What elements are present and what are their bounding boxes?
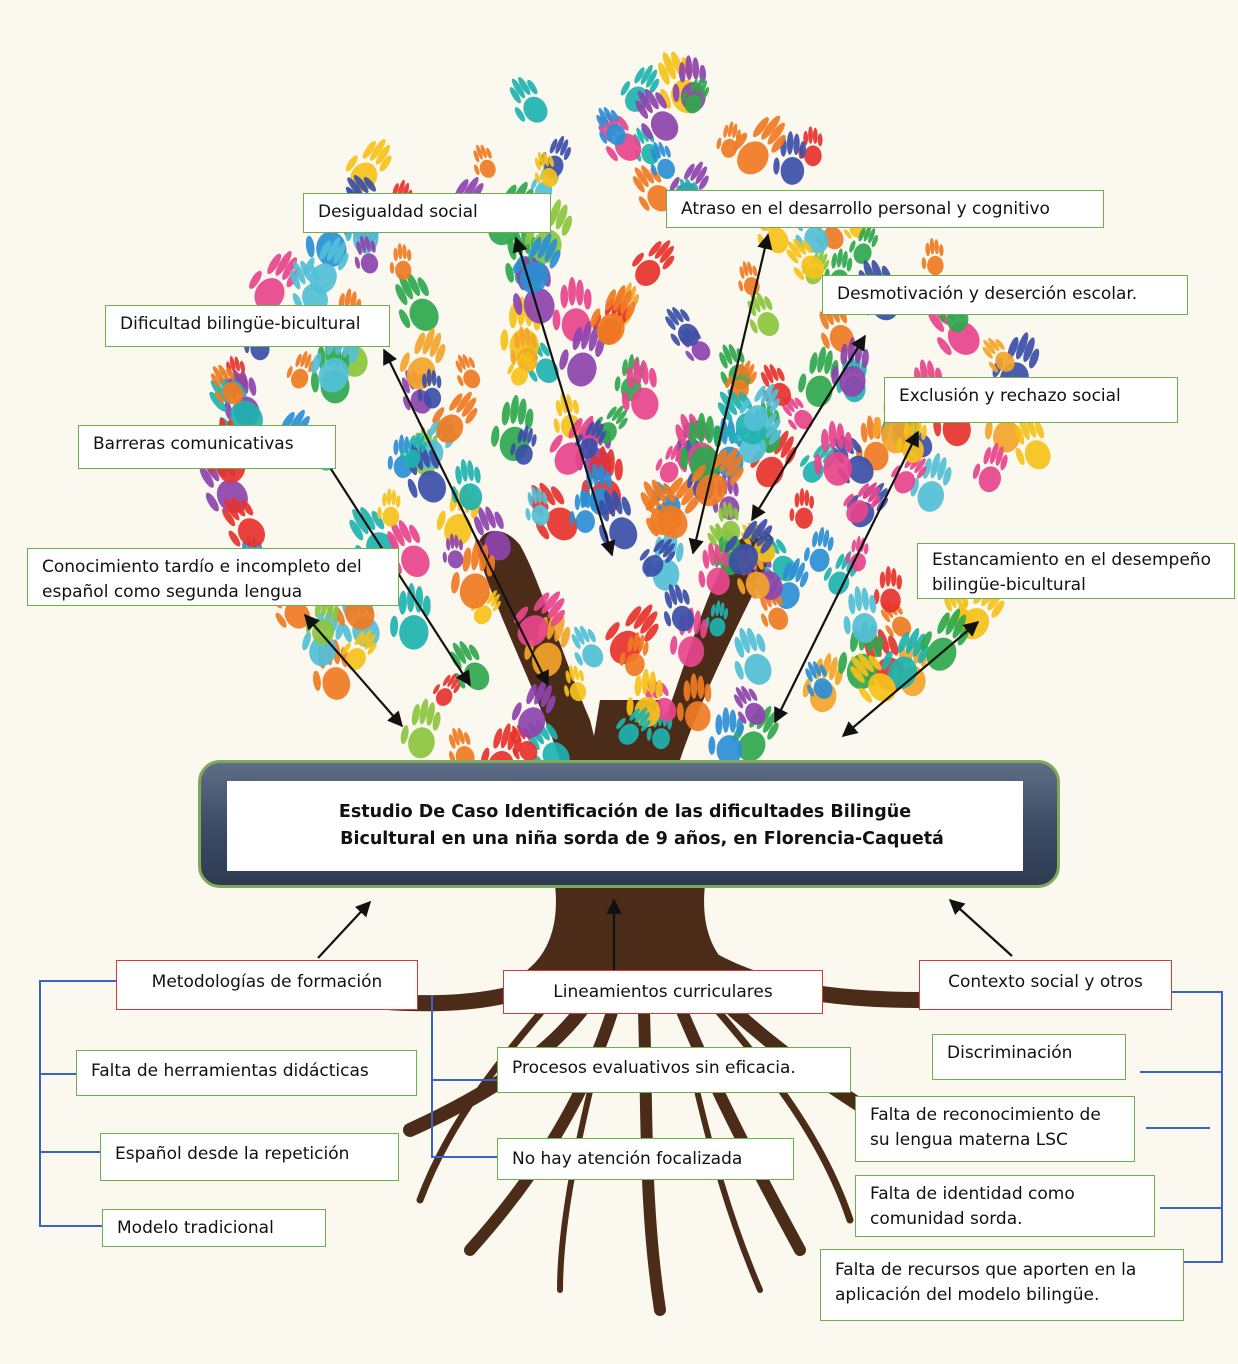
cause-item-recursos: Falta de recursos que aporten en la apli… xyxy=(820,1249,1184,1321)
study-title-frame: Estudio De Caso Identificación de las di… xyxy=(198,760,1060,888)
effect-barreras: Barreras comunicativas xyxy=(78,425,336,469)
hand-print-icon xyxy=(972,442,1008,493)
hand-print-icon xyxy=(596,107,626,146)
hand-print-icon xyxy=(400,698,441,759)
hand-print-icon xyxy=(798,126,823,167)
hand-print-icon xyxy=(982,338,1015,373)
study-title: Estudio De Caso Identificación de las di… xyxy=(227,781,1023,871)
hand-print-icon xyxy=(849,224,878,264)
hand-print-icon xyxy=(389,243,412,280)
hand-print-icon xyxy=(676,673,712,732)
study-title-line1: Estudio De Caso Identificación de las di… xyxy=(338,801,912,822)
hand-print-icon xyxy=(635,88,679,141)
hand-print-icon xyxy=(473,144,496,178)
cause-item-procesos-evaluativos: Procesos evaluativos sin eficacia. xyxy=(497,1047,851,1093)
hand-print-icon xyxy=(873,566,902,613)
effect-desmotivacion: Desmotivación y deserción escolar. xyxy=(822,275,1188,315)
hand-print-icon xyxy=(663,584,694,632)
hand-print-icon xyxy=(732,115,786,175)
hand-print-icon xyxy=(304,237,349,294)
study-title-line2: Bicultural en una niña sorda de 9 años, … xyxy=(340,829,944,849)
hand-print-icon xyxy=(564,665,587,702)
blue-brackets xyxy=(39,980,1223,1263)
hand-print-icon xyxy=(773,131,806,185)
hand-print-icon xyxy=(534,151,558,188)
hand-print-icon xyxy=(210,364,244,405)
effect-atraso-desarrollo: Atraso en el desarrollo personal y cogni… xyxy=(666,190,1104,228)
cause-item-discriminacion: Discriminación xyxy=(932,1034,1126,1080)
hand-print-icon xyxy=(511,679,556,738)
hand-print-icon xyxy=(921,237,944,276)
cause-item-atencion-focalizada: No hay atención focalizada xyxy=(497,1138,794,1180)
hand-print-icon xyxy=(621,358,659,420)
hand-print-icon xyxy=(626,668,663,728)
hand-print-icon xyxy=(650,141,676,179)
cause-item-identidad: Falta de identidad como comunidad sorda. xyxy=(855,1175,1155,1237)
hand-print-icon xyxy=(354,235,379,274)
effect-estancamiento: Estancamiento en el desempeño bilingüe-b… xyxy=(917,543,1235,599)
hand-print-icon xyxy=(619,632,649,677)
cause-lineamientos: Lineamientos curriculares xyxy=(503,970,823,1014)
hand-print-icon xyxy=(640,479,688,539)
hand-print-icon xyxy=(708,707,744,766)
hand-print-icon xyxy=(616,707,651,745)
cause-item-herramientas: Falta de herramientas didácticas xyxy=(76,1050,417,1096)
hand-print-icon xyxy=(222,496,266,548)
hand-print-icon xyxy=(786,238,825,280)
hand-print-icon xyxy=(571,625,604,668)
hand-print-icon xyxy=(734,627,772,685)
hand-print-icon xyxy=(789,488,815,529)
hand-print-icon xyxy=(803,526,834,572)
cause-metodologias: Metodologías de formación xyxy=(116,960,418,1010)
hand-print-icon xyxy=(455,354,481,389)
hand-print-icon xyxy=(655,443,686,483)
hand-print-icon xyxy=(286,350,315,389)
effect-conocimiento-tardio: Conocimiento tardío e incompleto del esp… xyxy=(27,548,399,606)
effect-exclusion: Exclusión y rechazo social xyxy=(884,377,1178,423)
cause-item-modelo-tradicional: Modelo tradicional xyxy=(102,1209,326,1247)
hand-print-icon xyxy=(632,240,675,286)
hand-print-icon xyxy=(716,121,741,158)
hand-print-icon xyxy=(733,685,766,725)
cause-item-espanol-repeticion: Español desde la repetición xyxy=(100,1133,399,1181)
tree-trunk xyxy=(520,885,740,975)
effect-desigualdad-social: Desigualdad social xyxy=(303,193,551,233)
hand-print-icon xyxy=(395,272,439,331)
hand-print-icon xyxy=(843,586,878,643)
cause-arrows xyxy=(317,898,1013,970)
hand-print-icon xyxy=(681,77,710,114)
effect-dificultad-bilingue: Dificultad bilingüe-bicultural xyxy=(105,305,390,347)
hand-print-icon xyxy=(639,538,676,577)
hand-print-icon xyxy=(704,600,729,637)
cause-item-lengua-materna: Falta de reconocimiento de su lengua mat… xyxy=(855,1096,1135,1162)
cause-contexto-social: Contexto social y otros xyxy=(919,960,1172,1010)
hand-print-icon xyxy=(509,77,548,123)
